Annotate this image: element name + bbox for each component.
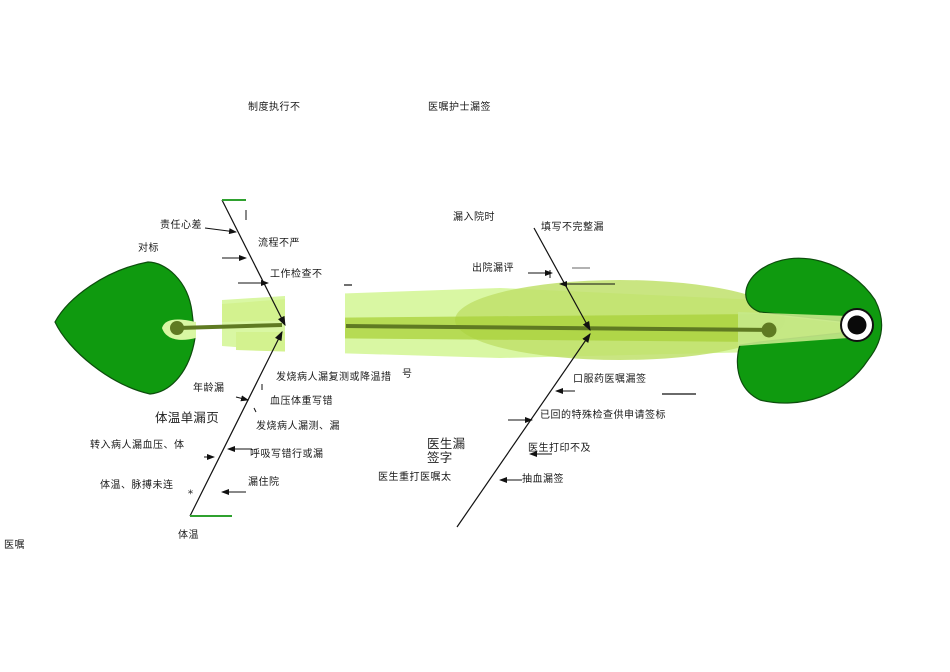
spine-end-left <box>170 321 184 335</box>
cause-label: 漏入院时 <box>453 212 495 223</box>
cause-label: * <box>188 489 194 500</box>
cause-label: 体温 <box>178 530 199 541</box>
tail-fin <box>54 261 196 395</box>
category-label-bottom-left: 体温单漏页 <box>155 410 220 425</box>
cause-label: 发烧病人漏测、漏 <box>256 421 340 432</box>
category-label-top-left: 制度执行不 <box>248 102 301 113</box>
category-label-bottom-right: 医生漏签字 <box>427 436 466 465</box>
bone-bottom-left <box>189 330 283 517</box>
fish-pupil <box>847 315 867 335</box>
cause-label: 对标 <box>138 243 159 254</box>
cause-label: 体温、脉搏未连 <box>100 480 174 491</box>
arrow-c8 <box>235 395 249 402</box>
spine-end-right <box>761 322 777 338</box>
cause-label: 出院漏评 <box>472 263 514 274</box>
category-label-top-right: 医嘱护士漏签 <box>428 102 491 113</box>
bone-bottom-right <box>456 333 591 528</box>
cause-label: 发烧病人漏复测或降温措 <box>276 372 392 383</box>
stroke-f <box>253 407 257 413</box>
cause-label: 抽血漏签 <box>522 474 564 485</box>
bone-top-right <box>533 227 591 332</box>
arrow-c1 <box>204 227 237 235</box>
cause-label: 血压体重写错 <box>270 396 333 407</box>
cause-label: 呼吸写错行或漏 <box>250 449 324 460</box>
spine-left <box>177 323 283 330</box>
cause-label: 工作检查不 <box>270 269 323 280</box>
bone-top-left <box>221 199 286 327</box>
cause-label: 已回的特殊检查供申请签标 <box>540 410 666 421</box>
cause-label: 转入病人漏血压、体 <box>90 440 185 451</box>
cause-label: 填写不完整漏 <box>541 222 604 233</box>
body-band-lower <box>236 332 300 352</box>
cause-label: 口服药医嘱漏签 <box>573 374 647 385</box>
cause-label: 流程不严 <box>258 238 300 249</box>
cause-label: 医生重打医嘱太 <box>378 472 452 483</box>
head-light-wedge <box>738 312 848 346</box>
spine-main <box>345 324 771 332</box>
cause-label: 号 <box>402 369 413 380</box>
cause-label: 医嘱 <box>4 540 25 551</box>
body-gap <box>285 290 345 360</box>
cause-label: 医生打印不及 <box>528 443 591 454</box>
cause-label: 责任心差 <box>160 220 202 231</box>
fish-head <box>736 257 883 404</box>
cause-label: 年龄漏 <box>193 383 225 394</box>
cause-label: 漏住院 <box>248 477 280 488</box>
